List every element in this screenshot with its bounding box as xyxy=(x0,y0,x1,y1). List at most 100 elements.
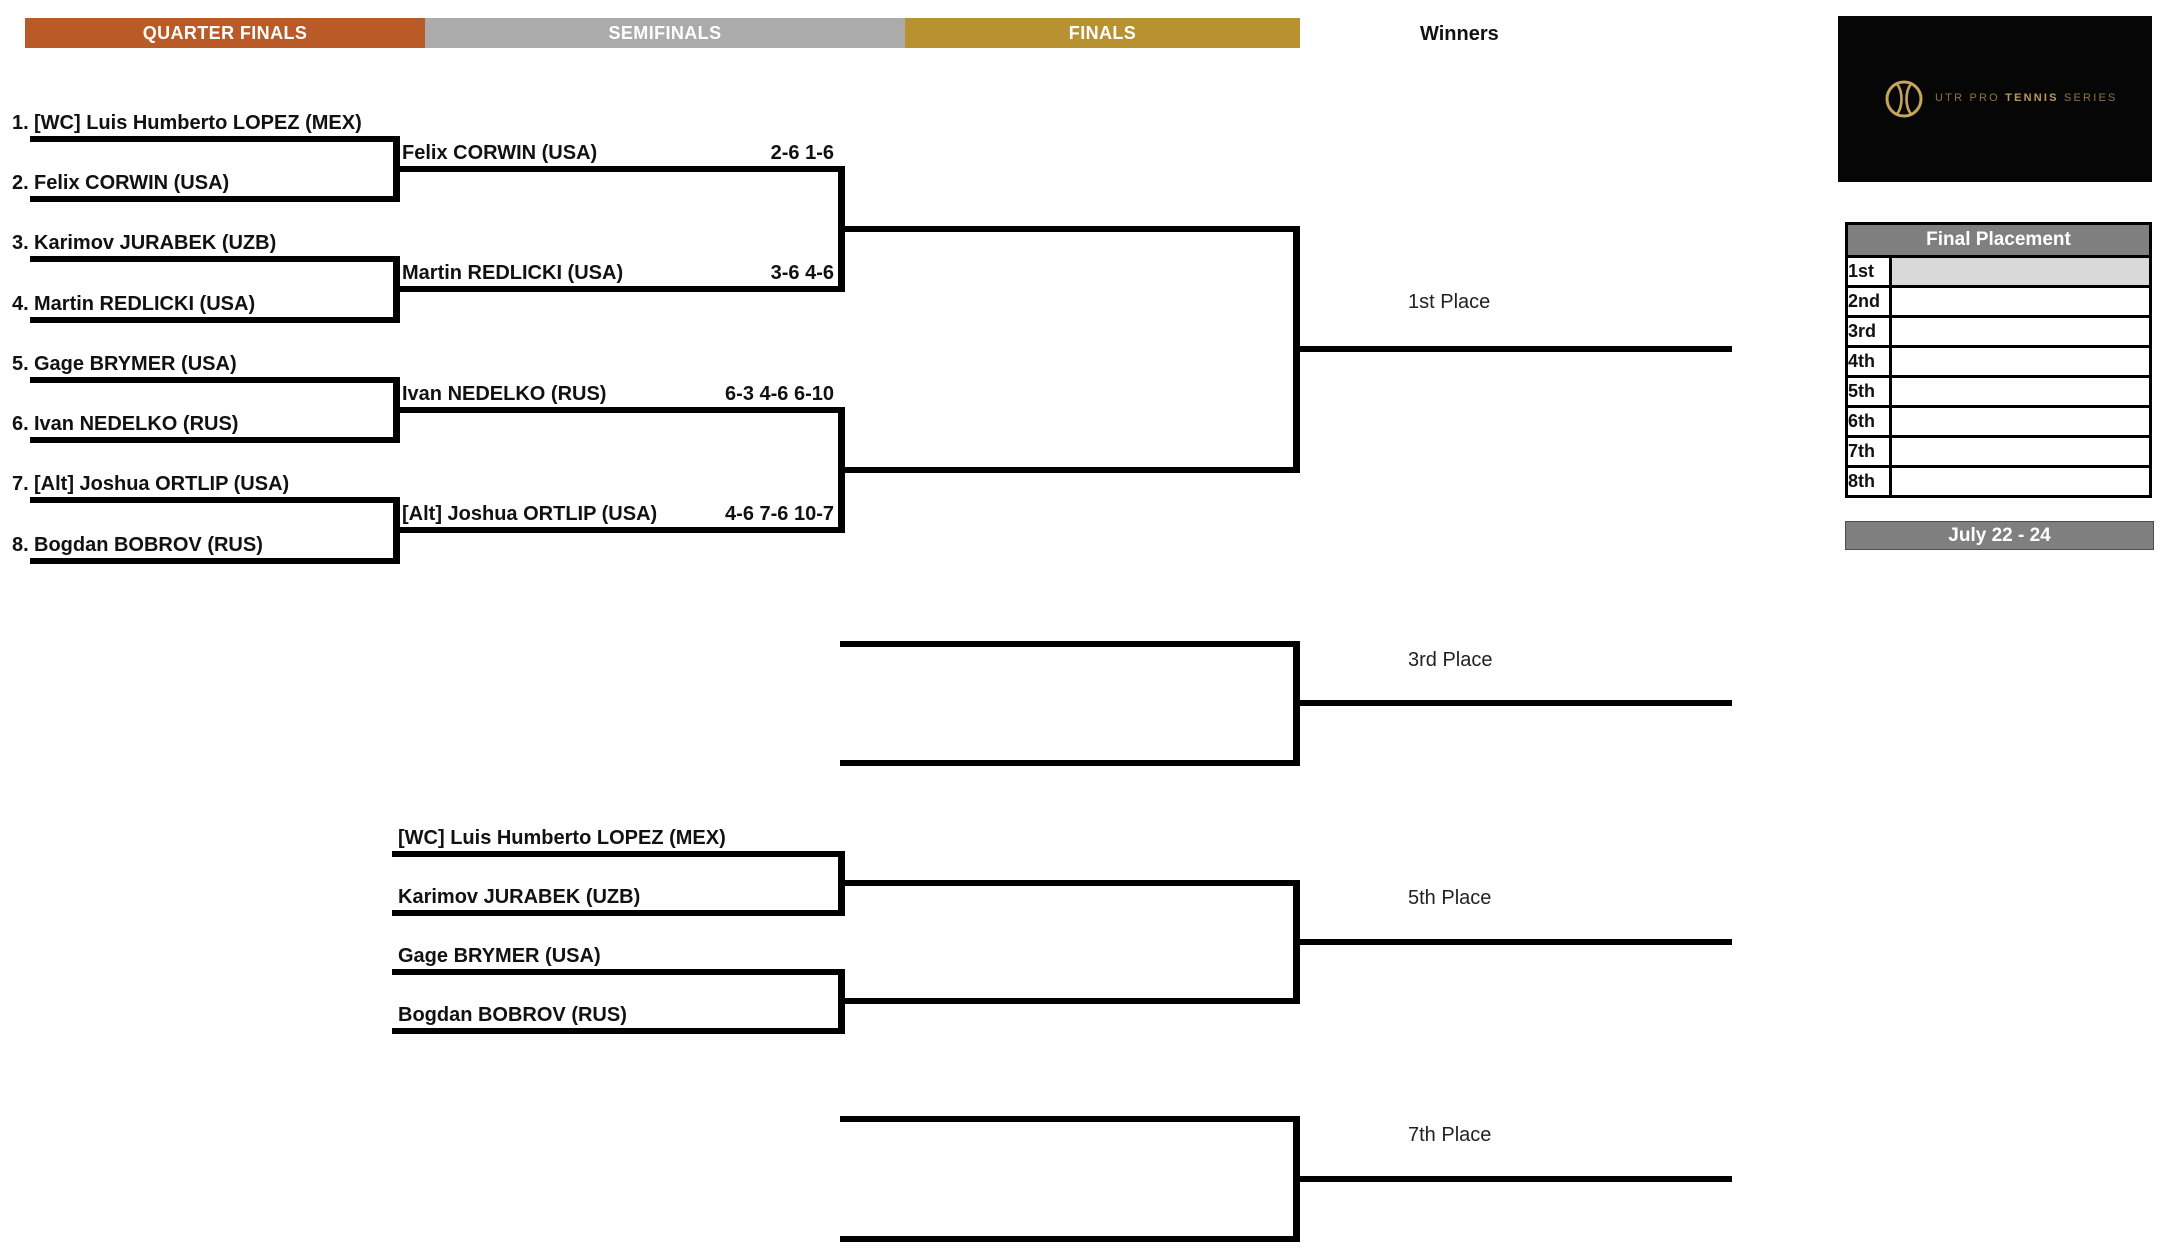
bracket-line xyxy=(30,196,399,202)
bracket-line xyxy=(392,1028,845,1034)
utr-logo: UTR PRO TENNIS SERIES xyxy=(1838,16,2152,182)
place-label-5th: 5th Place xyxy=(1408,887,1492,909)
logo-text-tennis: TENNIS xyxy=(2005,92,2059,104)
player-name: Karimov JURABEK (UZB) xyxy=(34,232,277,254)
match-score: 6-3 4-6 6-10 xyxy=(725,383,834,405)
logo-text-series: SERIES xyxy=(2063,92,2118,104)
table-row: 8th xyxy=(1845,465,2152,498)
table-row: 1st xyxy=(1845,255,2152,288)
qf-player-row: 3.Karimov JURABEK (UZB) xyxy=(12,230,276,256)
player-name: [Alt] Joshua ORTLIP (USA) xyxy=(34,473,290,495)
seed-number: 8. xyxy=(12,534,29,556)
player-name: Ivan NEDELKO (RUS) xyxy=(34,413,239,435)
player-name: Gage BRYMER (USA) xyxy=(398,945,601,967)
bracket-line xyxy=(399,407,845,413)
rank-label: 6th xyxy=(1845,405,1892,438)
rank-label: 3rd xyxy=(1845,315,1892,348)
bracket-line xyxy=(30,437,399,443)
player-name: Martin REDLICKI (USA) xyxy=(34,293,256,315)
placement-value-cell[interactable] xyxy=(1889,435,2152,468)
bracket-line xyxy=(392,969,845,975)
bracket-connector xyxy=(1293,641,1300,766)
bracket-line xyxy=(392,851,845,857)
winner-line-7th xyxy=(1298,1176,1732,1182)
match-score: 3-6 4-6 xyxy=(770,262,834,284)
sf-player-row: Ivan NEDELKO (RUS)6-3 4-6 6-10 xyxy=(402,381,834,407)
winner-line-5th xyxy=(1298,939,1732,945)
player-name: Martin REDLICKI (USA) xyxy=(402,262,624,284)
place-label-1st: 1st Place xyxy=(1408,291,1491,313)
bracket-line xyxy=(845,226,1300,232)
placement-value-cell[interactable] xyxy=(1889,345,2152,378)
winner-line-1st xyxy=(1298,346,1732,352)
placement-value-cell[interactable] xyxy=(1889,405,2152,438)
bracket-line xyxy=(399,527,845,533)
bracket-connector xyxy=(838,166,845,292)
table-row: 2nd xyxy=(1845,285,2152,318)
match-score: 2-6 1-6 xyxy=(770,142,834,164)
placement-value-cell[interactable] xyxy=(1889,315,2152,348)
bracket-connector xyxy=(838,851,845,916)
bracket-line xyxy=(30,136,399,142)
winner-line-3rd xyxy=(1298,700,1732,706)
bracket-line xyxy=(30,256,399,262)
bracket-line xyxy=(840,1236,1293,1242)
bracket-connector xyxy=(393,256,400,323)
rank-label: 5th xyxy=(1845,375,1892,408)
consolation-player-row: Gage BRYMER (USA) xyxy=(398,943,601,969)
bracket-line xyxy=(30,317,399,323)
qf-player-row: 1.[WC] Luis Humberto LOPEZ (MEX) xyxy=(12,110,362,136)
table-row: 3rd xyxy=(1845,315,2152,348)
bracket-connector xyxy=(393,136,400,202)
placement-value-cell[interactable] xyxy=(1889,465,2152,498)
logo-text-utr-pro: UTR PRO xyxy=(1935,92,2000,104)
bracket-connector xyxy=(1293,880,1300,1004)
placement-value-cell[interactable] xyxy=(1889,285,2152,318)
qf-player-row: 4.Martin REDLICKI (USA) xyxy=(12,291,255,317)
table-row: 4th xyxy=(1845,345,2152,378)
rank-label: 8th xyxy=(1845,465,1892,498)
bracket-line xyxy=(392,910,845,916)
table-row: 5th xyxy=(1845,375,2152,408)
sf-player-row: [Alt] Joshua ORTLIP (USA)4-6 7-6 10-7 xyxy=(402,501,834,527)
bracket-line xyxy=(30,558,399,564)
seed-number: 4. xyxy=(12,293,29,315)
qf-player-row: 2.Felix CORWIN (USA) xyxy=(12,170,229,196)
bracket-line xyxy=(840,1116,1293,1122)
bracket-connector xyxy=(393,377,400,443)
place-label-7th: 7th Place xyxy=(1408,1124,1492,1146)
bracket-connector xyxy=(1293,1116,1300,1242)
placement-value-cell[interactable] xyxy=(1889,255,2152,288)
bracket-connector xyxy=(838,407,845,533)
qf-player-row: 7.[Alt] Joshua ORTLIP (USA) xyxy=(12,471,289,497)
sf-player-row: Felix CORWIN (USA) 2-6 1-6 xyxy=(402,140,834,166)
player-name: Karimov JURABEK (UZB) xyxy=(398,886,641,908)
player-name: Bogdan BOBROV (RUS) xyxy=(34,534,263,556)
bracket-connector xyxy=(1293,226,1300,473)
logo-wordmark: UTR PRO TENNIS SERIES xyxy=(1935,92,2118,104)
consolation-player-row: Karimov JURABEK (UZB) xyxy=(398,884,640,910)
player-name: Felix CORWIN (USA) xyxy=(34,172,230,194)
seed-number: 5. xyxy=(12,353,29,375)
round-bar-quarterfinals: QUARTER FINALS xyxy=(25,18,425,48)
placement-value-cell[interactable] xyxy=(1889,375,2152,408)
table-row: 6th xyxy=(1845,405,2152,438)
bracket-line xyxy=(840,760,1293,766)
qf-player-row: 6.Ivan NEDELKO (RUS) xyxy=(12,411,238,437)
seed-number: 1. xyxy=(12,112,29,134)
table-row: 7th xyxy=(1845,435,2152,468)
placement-table-title: Final Placement xyxy=(1845,222,2152,258)
player-name: Gage BRYMER (USA) xyxy=(34,353,237,375)
player-name: Felix CORWIN (USA) xyxy=(402,142,598,164)
bracket-line xyxy=(30,377,399,383)
seed-number: 7. xyxy=(12,473,29,495)
bracket-line xyxy=(399,166,845,172)
consolation-player-row: Bogdan BOBROV (RUS) xyxy=(398,1002,627,1028)
winners-heading: Winners xyxy=(1420,23,1499,45)
bracket-line xyxy=(845,467,1300,473)
seed-number: 2. xyxy=(12,172,29,194)
date-banner: July 22 - 24 xyxy=(1845,521,2154,550)
rank-label: 4th xyxy=(1845,345,1892,378)
player-name: [WC] Luis Humberto LOPEZ (MEX) xyxy=(34,112,362,134)
